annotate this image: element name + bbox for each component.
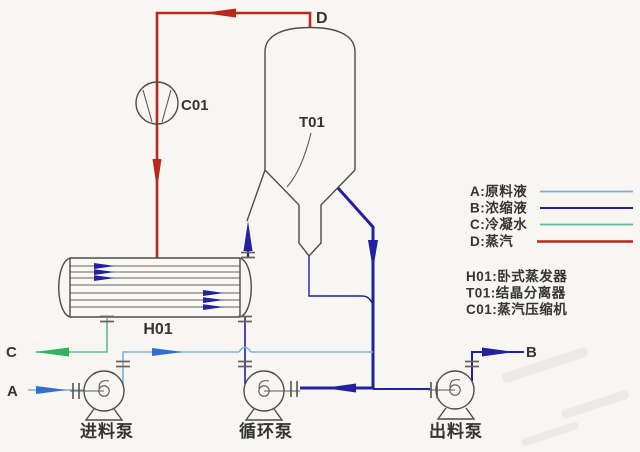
feed-arrow-right-2 (152, 348, 183, 356)
valves (100, 251, 479, 368)
stream-label-a: A (7, 383, 18, 400)
pump-base (244, 408, 284, 421)
stream-label-d: D (316, 10, 328, 27)
legend-stream-row: A:原料液 (470, 183, 633, 199)
pump-impeller (98, 385, 110, 397)
discharge-pump: 出料泵 (428, 370, 483, 441)
compressor-vane (161, 89, 172, 123)
valve-circulation-pump-discharge (238, 360, 252, 368)
condensate-arrow-left (35, 347, 69, 357)
pump-volute (258, 380, 270, 389)
condensate-line-c (35, 318, 108, 357)
legend-label-c: C:冷凝水 (470, 216, 527, 232)
legend-label-b: B:浓缩液 (470, 200, 527, 216)
evaporator-left-cap (58, 257, 71, 318)
legend-stream-row: B:浓缩液 (470, 200, 633, 216)
legend-stream-row: D:蒸汽 (470, 233, 633, 249)
evaporator-label: H01 (143, 321, 172, 338)
watermark (501, 347, 629, 447)
pump-base (84, 408, 124, 421)
valve-circulation-to-evaporator (238, 315, 252, 323)
concentrate-line-b (243, 186, 524, 393)
concentrate-arrow-down (368, 240, 378, 270)
tube-flow-arrows (94, 263, 224, 310)
compressor-vane (142, 89, 153, 123)
separator-inlet-line (246, 169, 266, 222)
feed-arrow-right (36, 386, 67, 394)
pump-base (436, 407, 476, 420)
separator-label: T01 (299, 114, 325, 131)
evaporator-shell (69, 257, 241, 318)
steam-line-d (152, 8, 312, 258)
pump-volute (98, 380, 110, 389)
pump-flange (290, 381, 298, 397)
evaporator-h01: H01 (58, 257, 252, 338)
valve-evaporator-outlet (241, 251, 255, 259)
valve-discharge-pump-outlet (465, 360, 479, 368)
legend: A:原料液 B:浓缩液 C:冷凝水 D:蒸汽 H01:卧式蒸发器 T01:结晶分… (466, 183, 633, 317)
legend-label-a: A:原料液 (470, 183, 527, 199)
pump-volute (449, 379, 461, 388)
evaporator-right-cap (239, 257, 252, 318)
legend-label-t01: T01:结晶分离器 (466, 285, 566, 301)
valve-feed-pump-discharge (116, 360, 130, 368)
circulation-pump-label: 循环泵 (239, 421, 293, 441)
legend-label-h01: H01:卧式蒸发器 (466, 268, 567, 284)
riser-arrow-up (243, 221, 253, 251)
compressor-label: C01 (181, 97, 209, 114)
separator-shell (264, 26, 356, 170)
pump-impeller (449, 384, 461, 396)
legend-stream-row: C:冷凝水 (470, 216, 633, 232)
b-outlet-arrow-right (482, 347, 514, 357)
feed-pump-label: 进料泵 (80, 421, 134, 441)
legend-label-c01: C01:蒸汽压缩机 (466, 301, 567, 317)
pump-impeller (258, 385, 270, 397)
compressor-c01: C01 (135, 81, 209, 125)
stream-label-b: B (526, 344, 537, 361)
legend-equipment-rows: H01:卧式蒸发器 T01:结晶分离器 C01:蒸汽压缩机 (466, 268, 567, 317)
stream-label-c: C (6, 344, 17, 361)
separator-leader-line (286, 132, 312, 188)
pump-flange (430, 382, 438, 398)
discharge-pump-label: 出料泵 (429, 421, 483, 441)
legend-label-d: D:蒸汽 (470, 233, 513, 249)
feed-pump: 进料泵 (70, 370, 134, 441)
pump-flange (72, 383, 80, 399)
steam-arrow-down (152, 159, 162, 189)
steam-arrow-left (203, 8, 236, 18)
compressor-body (135, 81, 179, 125)
feed-line-a (28, 346, 373, 394)
suction-arrow-left (324, 383, 356, 393)
valve-condensate-drain (100, 315, 114, 323)
circulation-pump: 循环泵 (239, 370, 300, 441)
